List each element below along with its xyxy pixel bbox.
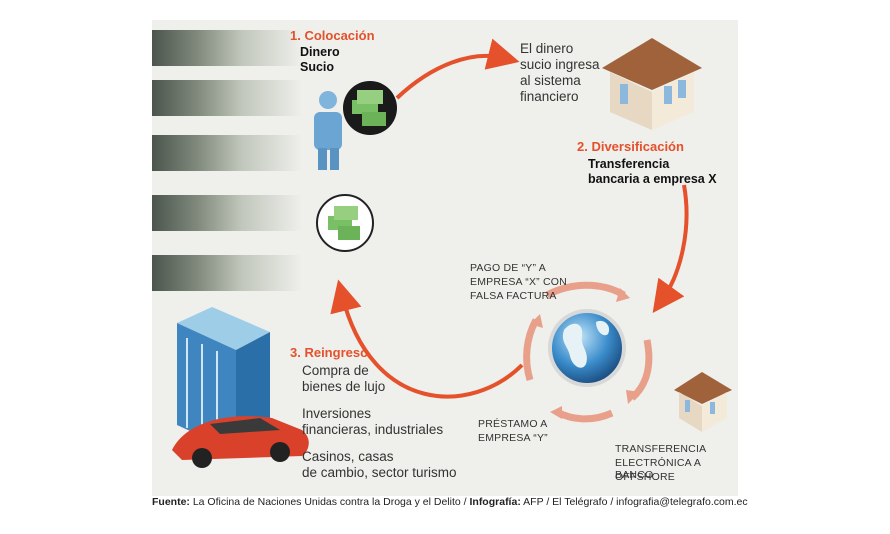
bank-note-line4: financiero [520, 89, 579, 104]
pago-caption-line3: FALSA FACTURA [470, 290, 557, 302]
step2-title: 2. Diversificación [577, 139, 684, 154]
step3-item2-line1: Inversiones [302, 406, 372, 421]
cash-bundle-icon [343, 81, 397, 135]
banknote-image [152, 195, 302, 231]
bank-note-line3: al sistema [520, 73, 581, 88]
step1-title: 1. Colocación [290, 28, 375, 43]
diagram-graphics [172, 38, 732, 468]
step3-item3-line2: de cambio, sector turismo [302, 465, 457, 480]
prestamo-caption-line1: PRÉSTAMO A [478, 418, 548, 430]
step3-title: 3. Reingreso [290, 345, 369, 360]
banknote-image [152, 255, 302, 291]
person-icon [314, 91, 342, 170]
banknote-image [152, 135, 302, 171]
transfer-caption-line1: TRANSFERENCIA [615, 443, 707, 455]
step3-item3-line1: Casinos, casas [302, 449, 394, 464]
source-footer: Fuente: La Oficina de Naciones Unidas co… [152, 496, 752, 508]
step3-item2-line2: financieras, industriales [302, 422, 444, 437]
step1-subtitle-line1: Dinero [300, 45, 340, 59]
footer-infografia-text: AFP / El Telégrafo / infografia@telegraf… [520, 496, 748, 508]
pago-caption-line1: PAGO DE “Y” A [470, 262, 546, 274]
step2-subtitle-line2: bancaria a empresa X [588, 172, 717, 186]
transfer-caption-line2: ELECTRÓNICA A BANCO [615, 457, 701, 482]
footer-fuente-label: Fuente: [152, 496, 190, 508]
banknote-image [152, 30, 302, 66]
step3-item1-line2: bienes de lujo [302, 379, 386, 394]
banknote-image [152, 80, 302, 116]
step1-subtitle-line2: Sucio [300, 60, 335, 74]
globe-icon [548, 309, 626, 387]
bank-note-line1: El dinero [520, 41, 574, 56]
arrow-to-reingreso [330, 279, 524, 399]
transfer-caption-line3: OFFSHORE [615, 471, 675, 483]
footer-fuente-text: La Oficina de Naciones Unidas contra la … [189, 496, 470, 508]
car-icon [172, 416, 309, 468]
arrow-to-bank [395, 38, 520, 100]
step2-subtitle-line1: Transferencia [588, 157, 670, 171]
prestamo-caption-line2: EMPRESA “Y” [478, 432, 548, 444]
bank-note-line2: sucio ingresa [520, 57, 600, 72]
infographic-canvas: 1. Colocación Dinero Sucio El dinero suc… [152, 20, 738, 496]
pago-caption-line2: EMPRESA “X” CON [470, 276, 567, 288]
arrow-to-offshore [652, 184, 689, 313]
step3-item1-line1: Compra de [302, 363, 369, 378]
bank-icon [602, 38, 702, 130]
cash-icon [316, 194, 374, 252]
footer-infografia-label: Infografía: [469, 496, 521, 508]
offshore-bank-icon [674, 372, 732, 432]
